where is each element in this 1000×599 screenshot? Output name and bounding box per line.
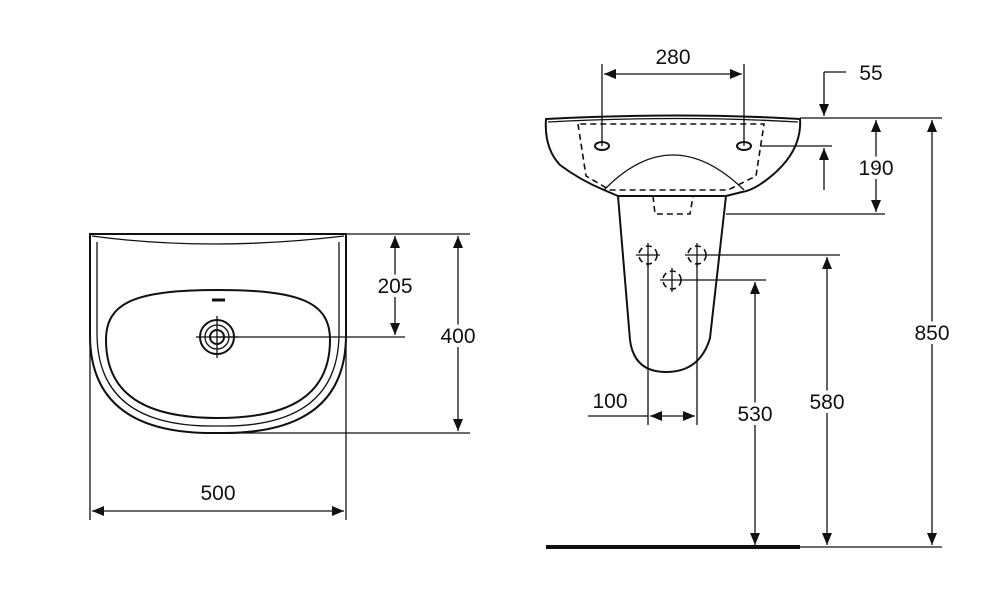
dim-tap-spacing-label: 280	[655, 46, 690, 69]
waste-point-icon	[660, 268, 684, 292]
hidden-bowl-arc	[603, 154, 745, 191]
hidden-bowl-line	[577, 123, 765, 191]
dim-tap-depth-label: 205	[377, 275, 412, 298]
dim-waste-height-label: 580	[809, 391, 844, 414]
hidden-waste-outlet	[652, 195, 694, 215]
dim-rim-label: 55	[859, 62, 882, 85]
dim-basin-height-label: 190	[858, 157, 893, 180]
bowl-outline	[105, 289, 331, 419]
front-elevation: 280 55 190 850 580 530 100	[544, 46, 954, 549]
dim-total-height-label: 850	[914, 322, 949, 345]
dim-supply-height-label: 530	[737, 403, 772, 426]
basin-front-rim	[547, 117, 799, 123]
dim-depth-label: 400	[440, 325, 475, 348]
basin-inner-outline	[96, 242, 340, 427]
pedestal-outline	[617, 195, 727, 373]
dim-width-label: 500	[200, 482, 235, 505]
basin-front-outline	[544, 114, 802, 197]
dim-supply-spacing-label: 100	[592, 390, 627, 413]
plan-view: 500 205 400	[89, 233, 480, 520]
basin-back-rim	[91, 235, 345, 245]
basin-outline	[89, 233, 347, 434]
